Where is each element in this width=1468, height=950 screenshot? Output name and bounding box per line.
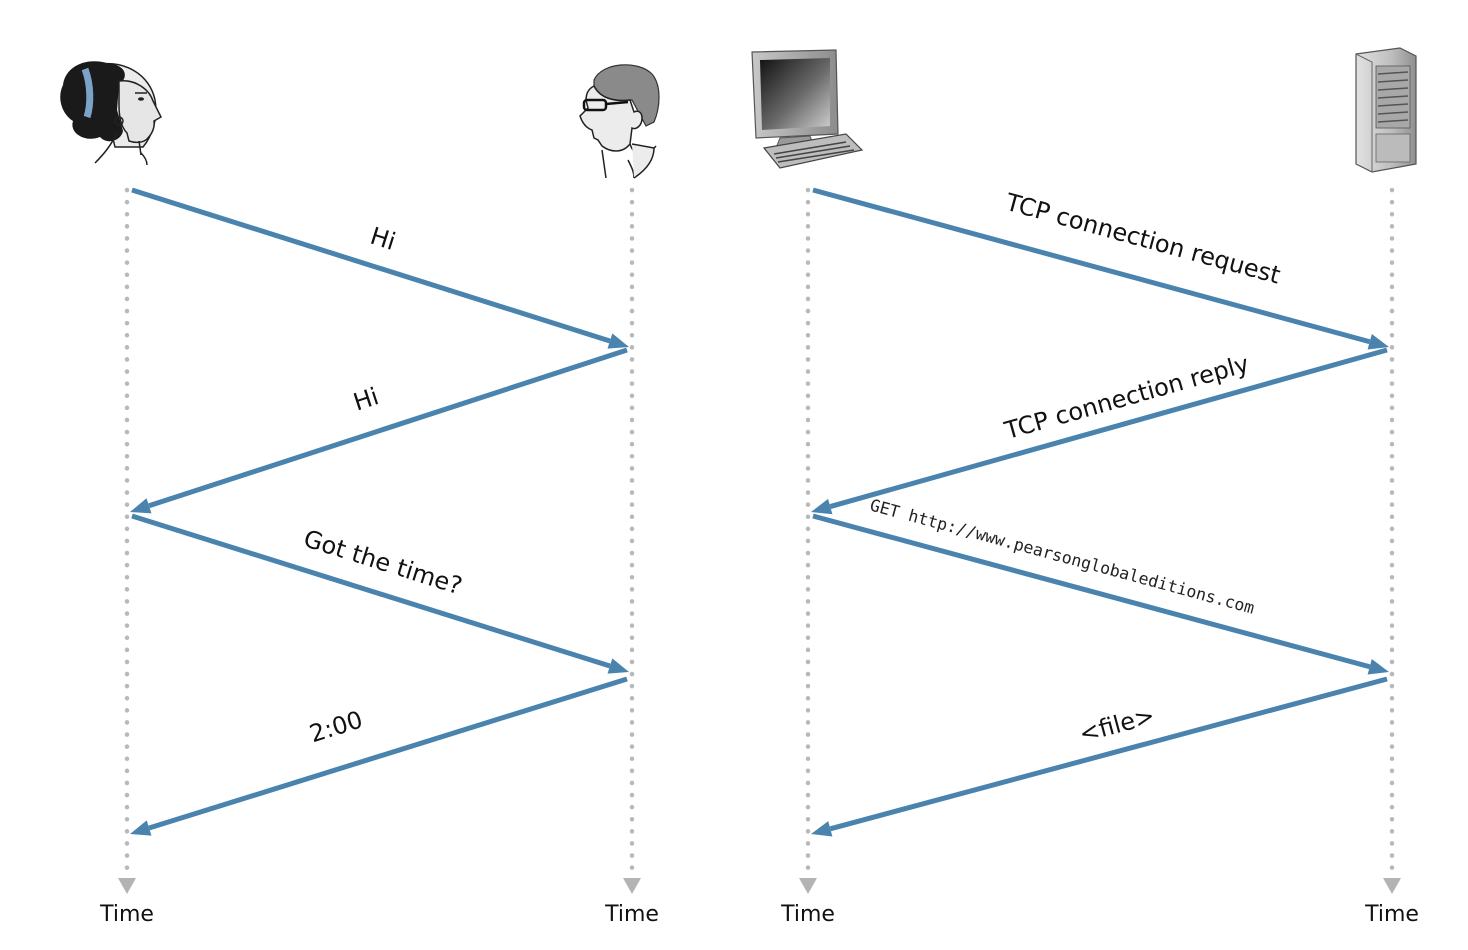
message-arrow: GET http://www.pearsonglobaleditions.com — [812, 496, 1389, 675]
message-line — [812, 187, 1371, 345]
time-label: Time — [604, 902, 659, 927]
message-arrow: Hi — [131, 187, 629, 349]
timeline-arrowhead — [1383, 878, 1401, 894]
message-arrowhead — [1367, 334, 1389, 350]
message-label: 2:00 — [306, 705, 366, 748]
woman-icon — [60, 61, 162, 166]
message-arrowhead — [607, 333, 629, 349]
message-arrowhead — [811, 498, 833, 515]
man-icon — [579, 64, 660, 179]
time-labels: Time Time Time Time — [99, 902, 1419, 927]
message-arrow: TCP connection reply — [811, 347, 1388, 515]
message-arrow: TCP connection request — [812, 187, 1389, 350]
message-label: Hi — [350, 382, 382, 416]
time-label: Time — [780, 902, 835, 927]
message-line — [812, 513, 1371, 670]
message-arrow: Hi — [130, 347, 628, 514]
server-icon — [1355, 47, 1417, 173]
message-label: Got the time? — [300, 524, 465, 600]
message-label: <file> — [1076, 701, 1157, 748]
timelines — [118, 187, 1401, 894]
time-label: Time — [1364, 902, 1419, 927]
message-label: Hi — [367, 222, 399, 256]
message-line — [829, 676, 1388, 832]
message-label: TCP connection request — [1002, 188, 1284, 290]
time-label: Time — [99, 902, 154, 927]
timeline-arrowhead — [623, 878, 641, 894]
message-line — [829, 347, 1388, 509]
message-arrow: 2:00 — [130, 676, 628, 836]
message-label: GET http://www.pearsonglobaleditions.com — [868, 496, 1257, 618]
message-arrow: Got the time? — [131, 513, 629, 674]
message-arrow: <file> — [811, 676, 1388, 837]
message-arrowhead — [130, 498, 152, 514]
message-line — [131, 187, 611, 344]
message-line — [131, 513, 611, 669]
message-arrowhead — [1367, 659, 1389, 675]
timeline-arrowhead — [799, 878, 817, 894]
computer-icon — [751, 49, 864, 169]
message-arrowhead — [811, 821, 833, 837]
message-line — [148, 676, 628, 831]
message-line — [148, 347, 628, 509]
message-arrowhead — [130, 820, 152, 836]
timeline-arrowhead — [118, 878, 136, 894]
message-arrowhead — [607, 658, 629, 674]
